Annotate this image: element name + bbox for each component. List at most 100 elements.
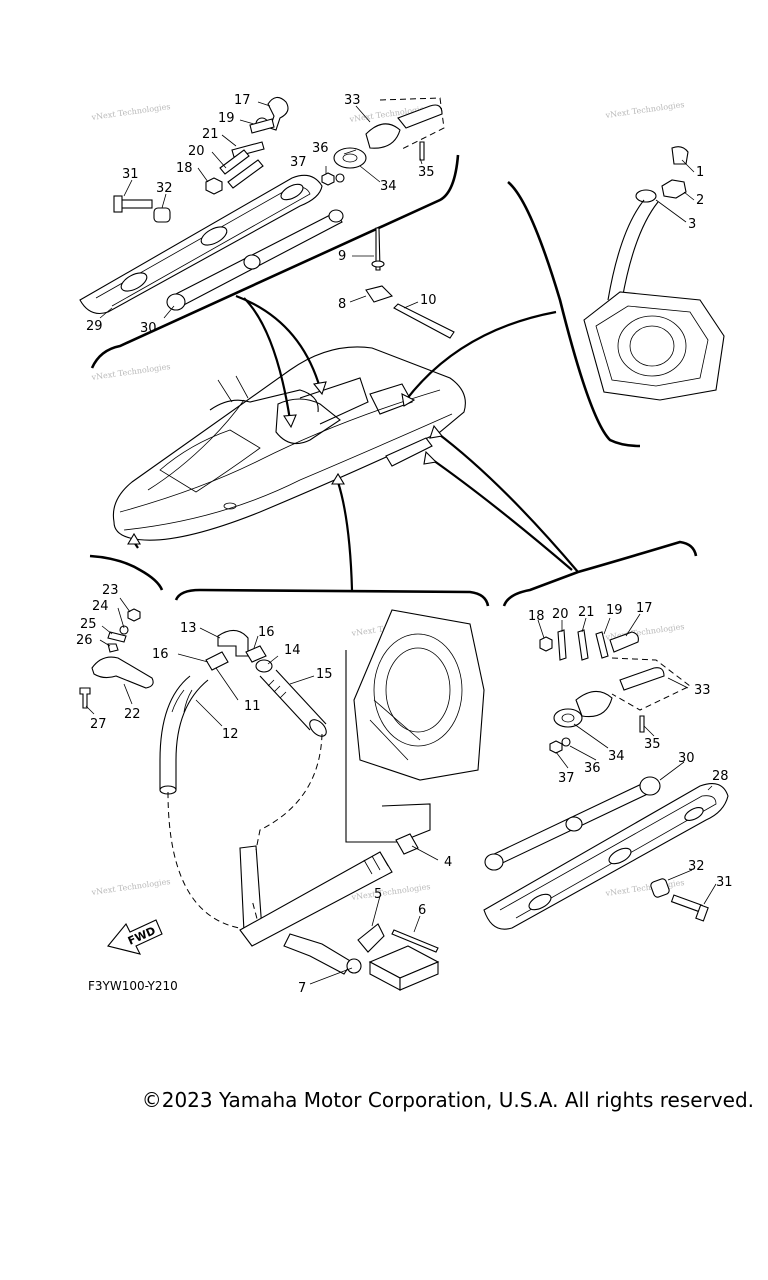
callout-33: 33 [694,683,711,698]
nut-part [539,636,553,652]
pipe-part [239,851,393,947]
bolt-part [117,199,153,209]
bolt-head-part [113,195,123,213]
cable-tie-part [393,303,455,339]
link-part [219,149,250,175]
callout-32: 32 [156,181,173,196]
callout-16: 16 [258,625,275,640]
drawing-code: F3YW100-Y210 [88,979,178,993]
screw-part [639,715,645,733]
elbow-part [217,629,249,657]
upper-right-group-boundary [507,180,641,448]
callout-20: 20 [188,144,205,159]
watermark: vNext Technologies [90,102,171,122]
lower-middle-parts [159,609,485,991]
callout-32: 32 [688,859,705,874]
callout-34: 34 [380,179,397,194]
seal-part [255,659,273,673]
callout-17: 17 [234,93,251,108]
gasket-part [333,147,367,169]
nut-part [127,608,141,622]
fitting-part [107,643,119,653]
callout-18: 18 [528,609,545,624]
upper-left-group-boundary [90,154,460,369]
watermark: vNext Technologies [90,362,171,382]
spacer-part [153,207,171,223]
spacer-part [650,878,670,898]
callout-24: 24 [92,599,109,614]
callout-30: 30 [140,321,157,336]
callout-31: 31 [716,875,733,890]
callout-22: 22 [124,707,141,722]
callout-4: 4 [444,855,452,870]
callout-36: 36 [312,141,329,156]
lower-right-parts [483,629,729,930]
callout-31: 31 [122,167,139,182]
callout-21: 21 [202,127,219,142]
plate-part [249,118,275,134]
callout-26: 26 [76,633,93,648]
plate-part [577,629,589,661]
washer-part [335,173,345,183]
watermark: vNext Technologies [604,100,685,120]
callout-13: 13 [180,621,197,636]
watermark: vNext Technologies [90,877,171,897]
assembly-arrows [127,294,579,591]
callout-5: 5 [374,887,382,902]
screw-part [419,141,425,161]
lower-left-parts [79,608,154,709]
nut-part [549,740,563,754]
lower-right-group-boundary [502,540,698,607]
callout-6: 6 [418,903,426,918]
pump-housing-part [353,609,485,781]
spring-part [107,631,127,643]
callout-35: 35 [418,165,435,180]
upper-left-parts [79,96,455,339]
callout-34: 34 [608,749,625,764]
bolt-part [79,687,91,709]
callout-35: 35 [644,737,661,752]
washer-part [561,737,571,747]
boarding-step-part [385,437,433,467]
clamp-part [245,645,267,663]
callout-11: 11 [244,699,261,714]
callout-21: 21 [578,605,595,620]
washer-part [119,625,129,635]
bracket-part [91,656,154,689]
callout-25: 25 [80,617,97,632]
callout-10: 10 [420,293,437,308]
callout-3: 3 [688,217,696,232]
callout-16: 16 [152,647,169,662]
callout-7: 7 [298,981,306,996]
latch-lever-part [619,667,665,691]
latch-part [365,123,401,149]
bracket-part [357,923,385,953]
bolt-head-part [695,904,709,922]
callout-18: 18 [176,161,193,176]
plate-part [557,629,567,661]
callout-15: 15 [316,667,333,682]
flex-hose-part [283,933,353,975]
callout-37: 37 [290,155,307,170]
lower-middle-group-boundary [174,588,490,607]
callout-28: 28 [712,769,729,784]
link-part [595,631,609,659]
nut-part [321,172,335,186]
watermark: vNext Technologies [604,878,685,898]
callout-1: 1 [696,165,704,180]
nut-part [661,179,687,199]
watercraft-illustration [112,346,466,541]
callout-27: 27 [90,717,107,732]
clamp-part [205,651,229,671]
copyright-notice: ©2023 Yamaha Motor Corporation, U.S.A. A… [141,1088,754,1112]
probe-part [391,929,439,953]
nut-part [205,177,223,195]
callout-19: 19 [218,111,235,126]
callout-23: 23 [102,583,119,598]
jet-pump-housing-part [583,291,725,401]
hose-clamp-part [395,833,419,855]
callout-14: 14 [284,643,301,658]
forward-arrow: FWD [107,919,163,955]
callout-20: 20 [552,607,569,622]
